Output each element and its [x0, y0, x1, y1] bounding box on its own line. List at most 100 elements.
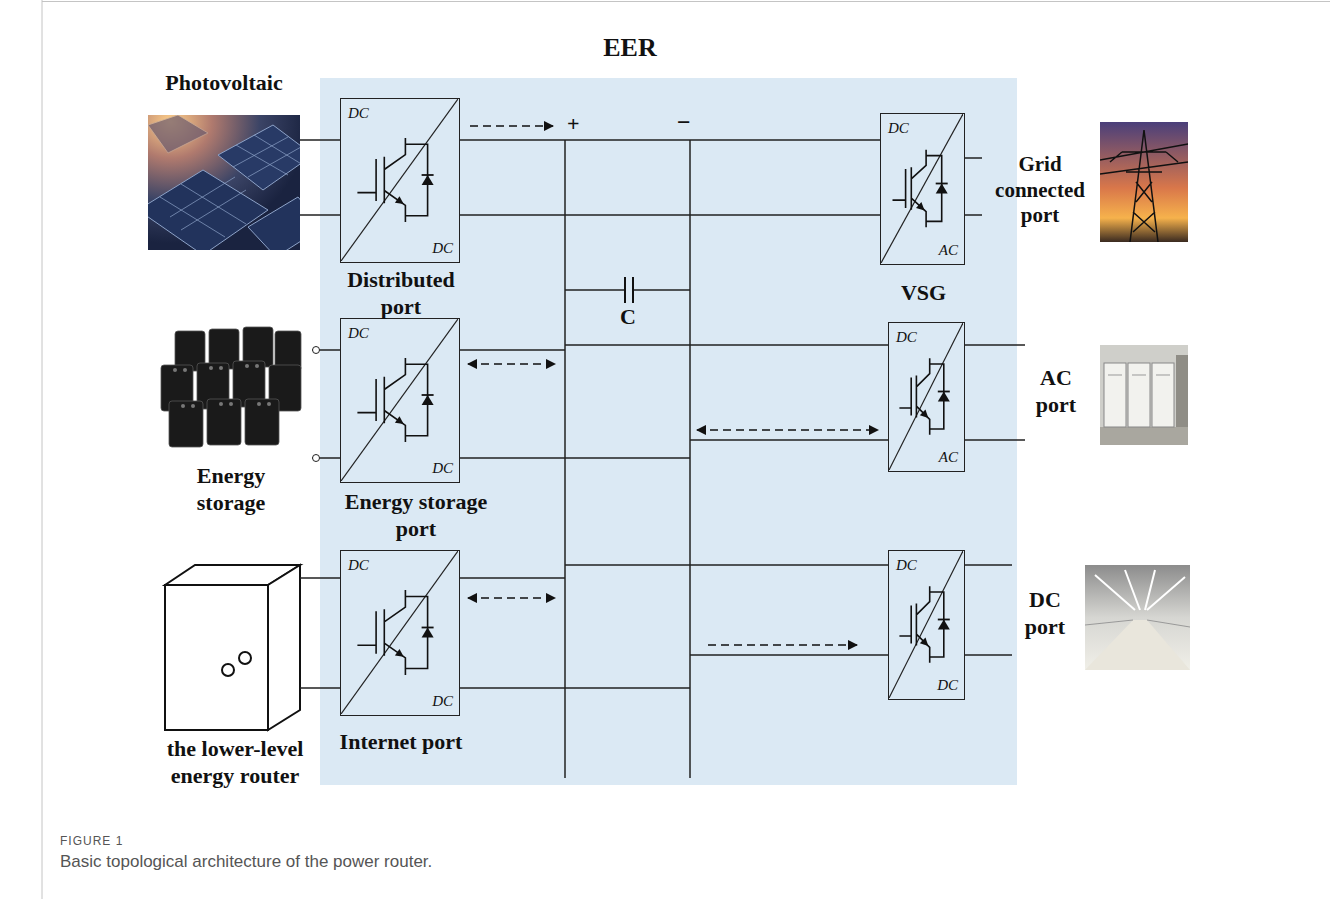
- polygon-art: [395, 416, 404, 424]
- converter-box: DC AC: [888, 322, 965, 472]
- rect-art: [169, 401, 203, 447]
- port-type: AC: [939, 448, 958, 466]
- port-label: Grid connected port: [982, 152, 1098, 229]
- positive-bus: [564, 140, 566, 778]
- text-holder: DC: [432, 692, 453, 710]
- negative-bus: [689, 140, 691, 778]
- polygon-art: [1085, 620, 1190, 670]
- router-picture: [150, 560, 320, 735]
- router-band: EERDCDCDistributed portDCACVSGDCDCEnergy…: [320, 78, 1017, 785]
- line-art: [341, 551, 458, 714]
- converter-symbol: [889, 551, 963, 698]
- polygon-art: [148, 170, 268, 250]
- figure-caption: Basic topological architecture of the po…: [60, 852, 432, 873]
- port-type: DC: [432, 239, 453, 257]
- ac-wires: [565, 345, 888, 440]
- path-art: [357, 358, 427, 442]
- flow-arrow: [470, 125, 553, 127]
- text-holder: Basic topological architecture of the po…: [60, 852, 432, 873]
- flow-arrow: [468, 363, 555, 365]
- text-holder: C: [620, 304, 636, 331]
- pv-vsg-wires: [460, 140, 880, 215]
- path-art: [893, 150, 942, 227]
- port-label: AC port: [1025, 365, 1087, 419]
- port-type: AC: [939, 241, 958, 259]
- grid-port: Grid connected port: [982, 122, 1190, 244]
- text-holder: DC: [348, 104, 369, 122]
- text-holder: AC: [939, 241, 958, 259]
- capacitor-label: C: [620, 304, 636, 331]
- polygon-art: [920, 638, 929, 647]
- circle-art: [173, 368, 177, 372]
- path-art: [357, 138, 427, 222]
- converter-box: DCDCInternet port: [340, 550, 460, 716]
- wire-connector: [312, 350, 340, 458]
- circle-art: [191, 404, 195, 408]
- path-art: [422, 174, 434, 176]
- source-label: Energy storage: [176, 463, 286, 517]
- line-art: [889, 551, 963, 698]
- polygon-art: [422, 395, 434, 405]
- rect-art: [1104, 363, 1126, 427]
- flow-arrow: [697, 429, 878, 431]
- port-type: DC: [348, 324, 369, 342]
- text-holder: the lower-level energy router: [140, 736, 330, 790]
- line-art: [341, 99, 458, 261]
- path-art: [160, 177, 246, 237]
- port-type: DC: [432, 459, 453, 477]
- circle-art: [183, 368, 187, 372]
- polygon-art: [248, 197, 300, 250]
- pv-source: Photovoltaic: [148, 70, 300, 252]
- path-art: [422, 394, 434, 396]
- dc-wires: [565, 565, 888, 655]
- wire-connector: [965, 565, 1012, 655]
- storage-source: Energy storage: [150, 325, 312, 535]
- terminal-dot: [313, 347, 320, 354]
- port-type: DC: [432, 692, 453, 710]
- rect-art: [1176, 355, 1188, 427]
- path-art: [938, 391, 950, 393]
- band-title: EER: [570, 32, 690, 64]
- text-holder: Internet port: [336, 729, 466, 756]
- capacitor-leads: [565, 289, 690, 291]
- port-type: DC: [888, 119, 909, 137]
- text-holder: DC: [896, 556, 917, 574]
- polygon-art: [422, 175, 434, 185]
- polygon-art: [938, 620, 950, 630]
- polygon-art: [936, 184, 948, 194]
- path-art: [936, 183, 948, 185]
- bus-wires: [460, 140, 888, 778]
- path-art: [1100, 130, 1188, 242]
- polygon-art: [218, 125, 300, 190]
- polygon-art: [395, 649, 404, 657]
- text-holder: DC: [888, 119, 909, 137]
- dc-picture: [1085, 565, 1190, 670]
- rect-art: [165, 585, 268, 730]
- router-region: [320, 78, 1017, 785]
- path-art: [899, 358, 943, 434]
- port-type: DC: [896, 556, 917, 574]
- polygon-art: [395, 196, 404, 204]
- line-art: [889, 323, 963, 470]
- text-holder: AC: [939, 448, 958, 466]
- frame-line: [42, 0, 43, 899]
- path-art: [422, 627, 434, 629]
- text-holder: Energy storage port: [326, 489, 506, 543]
- rect-art: [1128, 363, 1150, 427]
- ac-port: AC port: [1025, 345, 1190, 445]
- rect-art: [155, 325, 305, 450]
- storage-wires: [460, 350, 690, 458]
- line-art: [341, 319, 458, 481]
- text-holder: DC: [348, 556, 369, 574]
- text-holder: DC: [896, 328, 917, 346]
- wire-connector: [965, 345, 1025, 440]
- rect-art: [1152, 363, 1174, 427]
- line-art: [881, 114, 963, 263]
- wire-connector: [300, 140, 340, 215]
- circle-art: [257, 402, 261, 406]
- port-type: DC: [348, 104, 369, 122]
- wire-connector: [320, 578, 340, 688]
- polygon-art: [422, 628, 434, 638]
